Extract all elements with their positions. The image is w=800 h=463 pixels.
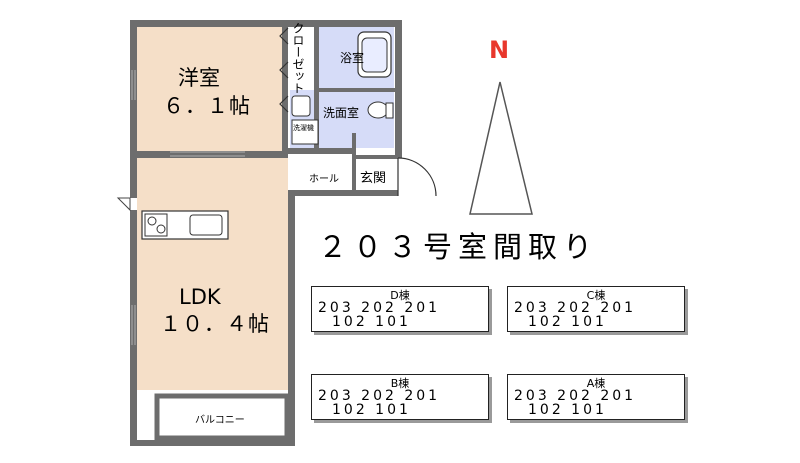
stove — [144, 213, 168, 237]
north-label: N — [489, 36, 510, 64]
building-units-lower: 102 101 — [528, 402, 607, 418]
north-arrow — [469, 81, 533, 215]
building-name: B棟 — [390, 377, 410, 390]
washroom-label: 洗面室 — [323, 106, 360, 120]
building-units-upper: 203 202 201 — [318, 388, 441, 404]
building-units-upper: 203 202 201 — [514, 300, 637, 316]
western-room-floor — [137, 27, 288, 153]
balcony-area — [154, 393, 290, 441]
entrance-label: 玄関 — [360, 171, 387, 186]
building-name: D棟 — [390, 289, 410, 302]
sink — [189, 214, 223, 236]
building-name: C棟 — [586, 289, 606, 302]
building-b-box: B棟 203 202 201 102 101 — [311, 374, 489, 420]
building-d-box: D棟 203 202 201 102 101 — [311, 286, 489, 332]
building-a-box: A棟 203 202 201 102 101 — [507, 374, 685, 420]
ldk-name: LDK — [179, 285, 221, 309]
building-units-lower: 102 101 — [528, 314, 607, 330]
toilet — [367, 101, 389, 119]
hall-floor — [290, 158, 352, 190]
washer-box — [291, 119, 319, 145]
plan-title: ２０３号室間取り — [318, 230, 599, 264]
building-c-box: C棟 203 202 201 102 101 — [507, 286, 685, 332]
western-room-size: ６．１帖 — [163, 94, 251, 118]
ldk-floor — [137, 158, 288, 390]
building-units-upper: 203 202 201 — [514, 388, 637, 404]
washer-label: 洗濯機 — [293, 124, 314, 132]
closet-label: クローゼット — [291, 22, 305, 94]
wash-basin — [291, 95, 311, 117]
balcony-label: バルコニー — [195, 415, 245, 426]
building-units-lower: 102 101 — [332, 402, 411, 418]
building-name: A棟 — [586, 377, 606, 390]
ldk-size: １０．４帖 — [160, 312, 270, 336]
building-units-lower: 102 101 — [332, 314, 411, 330]
building-units-upper: 203 202 201 — [318, 300, 441, 316]
hall-label: ホール — [309, 174, 339, 185]
bathroom-label: 浴室 — [340, 51, 365, 65]
western-room-name: 洋室 — [178, 66, 220, 90]
entrance-floor — [354, 158, 398, 190]
